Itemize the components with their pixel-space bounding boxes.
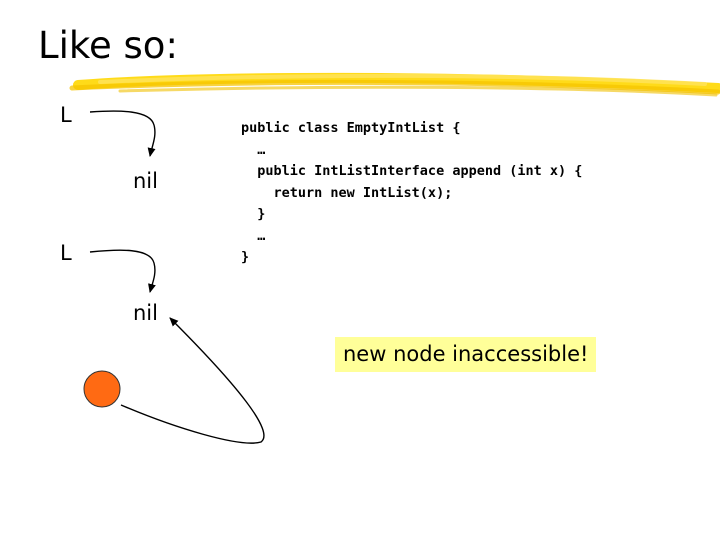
code-line: …: [241, 141, 266, 158]
list-pointer-label-bottom: L: [60, 241, 72, 265]
list-pointer-label-top: L: [60, 103, 72, 127]
highlighter-underline: [69, 72, 720, 97]
code-block: public class EmptyIntList { … public Int…: [241, 118, 582, 269]
code-line: }: [241, 206, 266, 222]
slide-title: Like so:: [38, 24, 178, 67]
code-line: return new IntList(x);: [241, 184, 453, 201]
new-node-circle: [83, 370, 121, 408]
code-line: public IntListInterface append (int x) {: [241, 163, 583, 179]
pointer-arrow-bottom: [89, 249, 156, 293]
nil-label-top: nil: [133, 169, 158, 193]
code-line: …: [241, 227, 266, 244]
callout-note: new node inaccessible!: [335, 337, 597, 372]
code-line: public class EmptyIntList {: [241, 120, 461, 136]
pointer-arrow-top: [89, 110, 156, 157]
code-line: }: [241, 249, 250, 265]
new-node-next-arrow: [120, 317, 265, 444]
nil-label-bottom: nil: [133, 301, 158, 325]
